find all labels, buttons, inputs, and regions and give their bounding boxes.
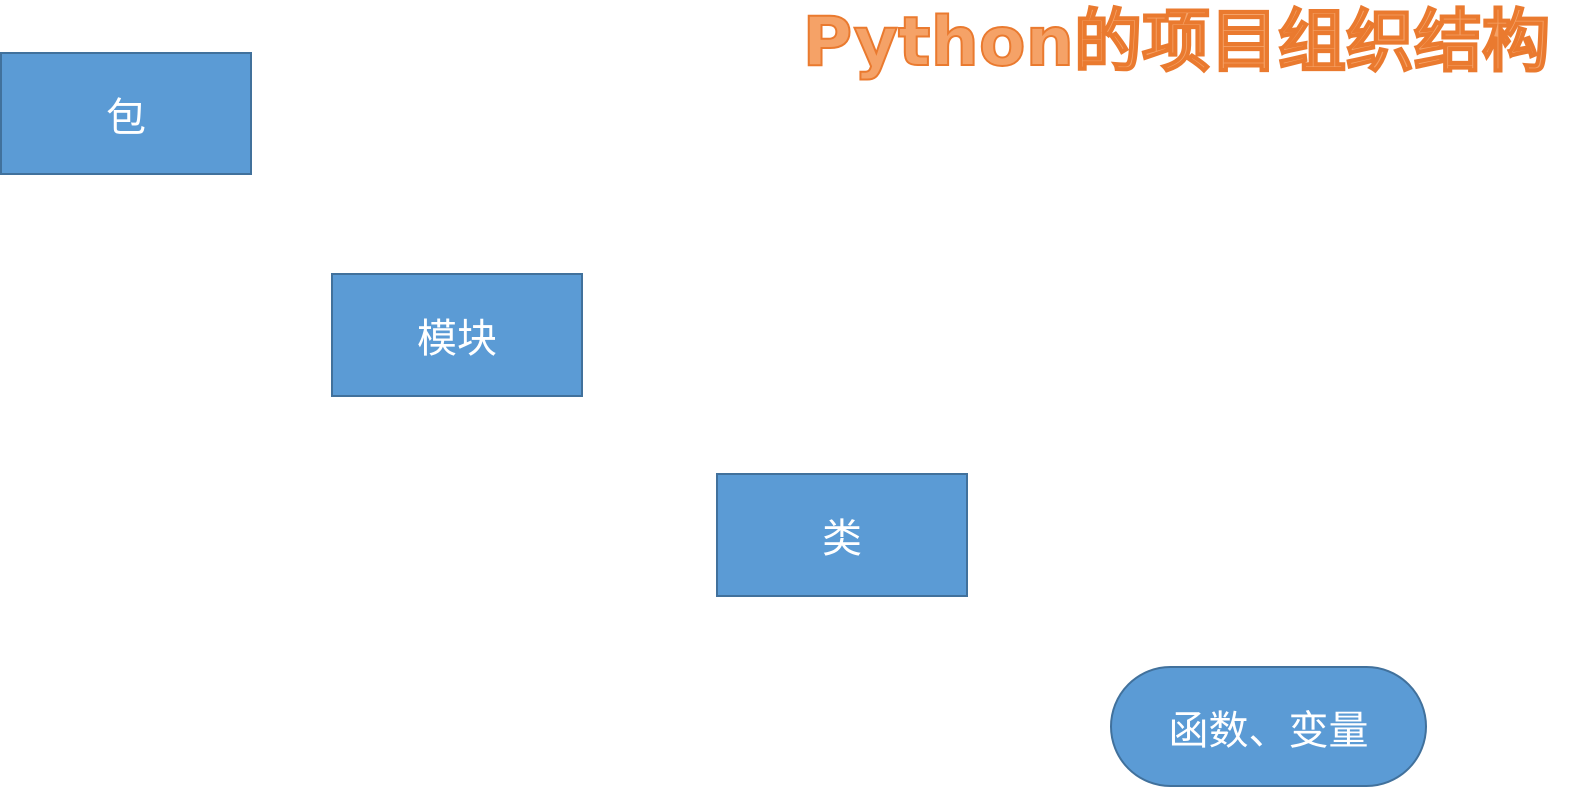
node-class-label: 类: [822, 516, 862, 562]
node-package-label: 包: [106, 94, 146, 141]
node-class: 类: [716, 473, 968, 597]
node-package: 包: [0, 52, 252, 175]
node-module-label: 模块: [417, 316, 497, 362]
node-function-variable-label: 函数、变量: [1168, 707, 1369, 754]
node-function-variable: 函数、变量: [1110, 666, 1427, 787]
diagram-title: Python的项目组织结构: [802, 3, 1551, 82]
node-module: 模块: [331, 273, 583, 397]
